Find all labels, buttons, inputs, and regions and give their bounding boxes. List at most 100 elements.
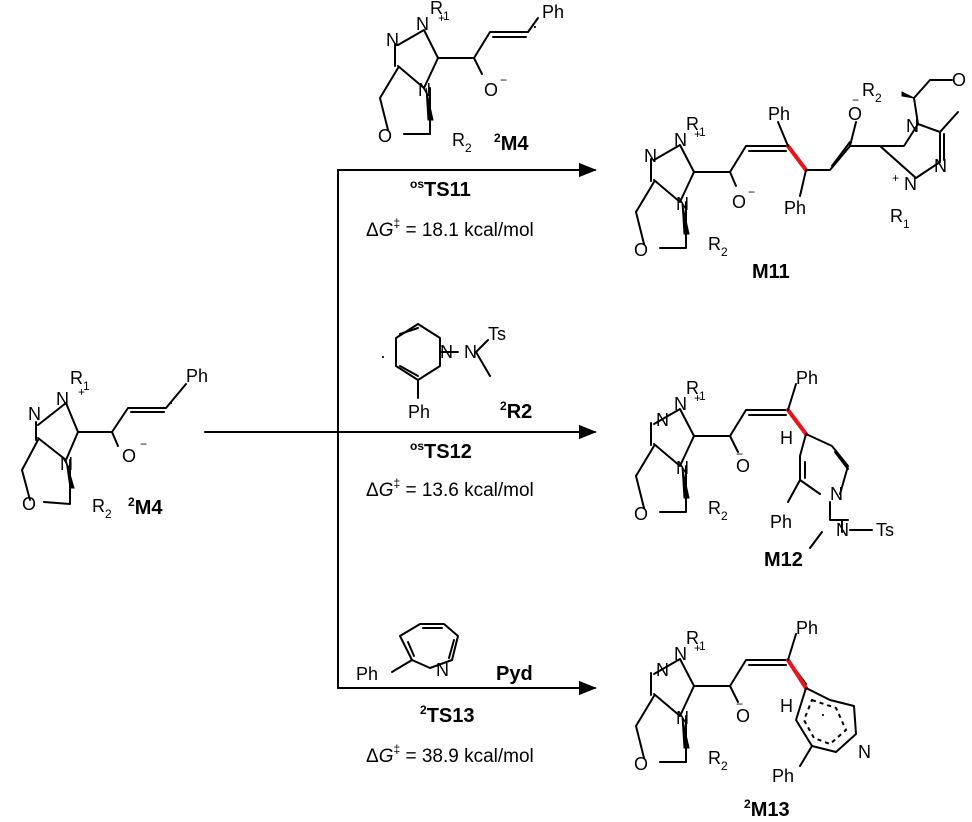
group-ph: Ph [768, 104, 790, 124]
group-ph: Ph [186, 366, 208, 386]
charge-minus: − [736, 447, 743, 461]
label-reagent-r2: 2R2 [500, 399, 532, 423]
atom-r: R [686, 378, 699, 398]
label-reagent-pyd: Pyd [496, 663, 533, 685]
atom-o: O [634, 754, 648, 774]
atom-h: H [780, 428, 793, 448]
group-ph: Ph [356, 664, 378, 684]
atom-o: O [952, 70, 966, 90]
charge-minus: − [852, 93, 859, 107]
atom-n: N [418, 80, 431, 100]
ts13-block: 2TS13 ΔG‡ = 38.9 kcal/mol [366, 703, 534, 767]
atom-n: N [28, 404, 41, 424]
subscript: 2 [105, 507, 112, 521]
subscript: 1 [699, 639, 706, 653]
atom-n: N [674, 644, 687, 664]
atom-r: R [70, 368, 83, 388]
label-ts13: 2TS13 [420, 703, 475, 727]
charge-plus: + [694, 127, 701, 141]
molecule-product-m12: N N N O O − + R 1 R 2 Ph H N Ph N Ts M12 [634, 368, 894, 571]
subscript: 1 [699, 125, 706, 139]
subscript: 1 [443, 9, 450, 23]
molecule-start-m4: N N N O O − + R 1 R 2 Ph · 2M4 [21, 366, 208, 521]
molecule-reagent-m4: N N N O O − + R 1 R 2 Ph · 2M4 [378, 0, 564, 155]
group-ts: Ts [488, 324, 506, 344]
charge-minus: − [748, 185, 755, 199]
atom-n: N [858, 742, 871, 762]
label-reagent-m4: 2M4 [494, 131, 529, 155]
energy-ts11: ΔG‡ = 18.1 kcal/mol [366, 216, 534, 241]
subscript: 2 [721, 245, 728, 259]
group-ph: Ph [796, 368, 818, 388]
atom-n: N [830, 484, 843, 504]
energy-ts13: ΔG‡ = 38.9 kcal/mol [366, 742, 534, 767]
atom-r: R [686, 114, 699, 134]
atom-n: N [644, 146, 657, 166]
group-ph: Ph [796, 618, 818, 638]
atom-n: N [676, 458, 689, 478]
new-bond [786, 408, 808, 436]
group-ph: Ph [772, 766, 794, 786]
atom-n: N [836, 520, 849, 540]
charge-minus: − [736, 697, 743, 711]
charge-plus: + [892, 171, 899, 185]
molecule-reagent-r2: · N N Ts Ph 2R2 [380, 323, 532, 423]
energy-ts12: ΔG‡ = 13.6 kcal/mol [366, 476, 534, 501]
subscript: 2 [465, 141, 472, 155]
radical-dot: · [820, 704, 826, 724]
label-ts12: osTS12 [410, 439, 472, 463]
label-m11: M11 [752, 261, 790, 283]
group-ts: Ts [876, 520, 894, 540]
charge-plus: + [694, 641, 701, 655]
new-bond [786, 144, 808, 172]
atom-o: O [736, 456, 750, 476]
atom-n: N [674, 130, 687, 150]
atom-r: R [686, 628, 699, 648]
subscript: 2 [721, 759, 728, 773]
atom-r: R [430, 0, 443, 18]
atom-o: O [378, 126, 392, 146]
atom-o: O [848, 104, 862, 124]
radical-dot: · [532, 16, 538, 36]
atom-o: O [484, 80, 498, 100]
charge-plus: + [78, 385, 85, 399]
subscript: 1 [903, 217, 910, 231]
atom-n: N [436, 660, 449, 680]
atom-n: N [676, 708, 689, 728]
charge-plus: + [694, 391, 701, 405]
atom-n: N [60, 454, 73, 474]
atom-n: N [674, 394, 687, 414]
atom-r: R [708, 748, 721, 768]
atom-o: O [22, 494, 36, 514]
atom-n: N [676, 194, 689, 214]
molecule-reagent-pyd: N Ph Pyd [356, 623, 533, 685]
label-m13: 2M13 [744, 797, 790, 821]
atom-o: O [634, 240, 648, 260]
atom-r: R [92, 496, 105, 516]
atom-h: H [780, 696, 793, 716]
atom-o: O [732, 192, 746, 212]
charge-minus: − [500, 73, 507, 87]
atom-o: O [736, 706, 750, 726]
molecule-product-m13: N N N O O − + R 1 R 2 Ph H · N Ph 2M13 [634, 618, 871, 821]
molecule-product-m11: N N N O O − + R 1 R 2 Ph Ph O − N N N + … [634, 70, 966, 283]
ts12-block: osTS12 ΔG‡ = 13.6 kcal/mol [366, 439, 534, 501]
subscript: 2 [875, 91, 882, 105]
group-ph: Ph [784, 198, 806, 218]
atom-n: N [416, 14, 429, 34]
subscript: 1 [83, 379, 90, 393]
atom-n: N [56, 389, 69, 409]
atom-o: O [634, 504, 648, 524]
atom-n: N [656, 660, 669, 680]
atom-r: R [452, 130, 465, 150]
atom-n: N [386, 30, 399, 50]
label-ts11: osTS11 [410, 177, 471, 201]
atom-r: R [708, 498, 721, 518]
subscript: 1 [699, 389, 706, 403]
label-m12: M12 [764, 549, 803, 571]
atom-n: N [904, 174, 917, 194]
atom-n: N [656, 410, 669, 430]
radical-dot: · [380, 346, 386, 366]
group-ph: Ph [542, 2, 564, 22]
